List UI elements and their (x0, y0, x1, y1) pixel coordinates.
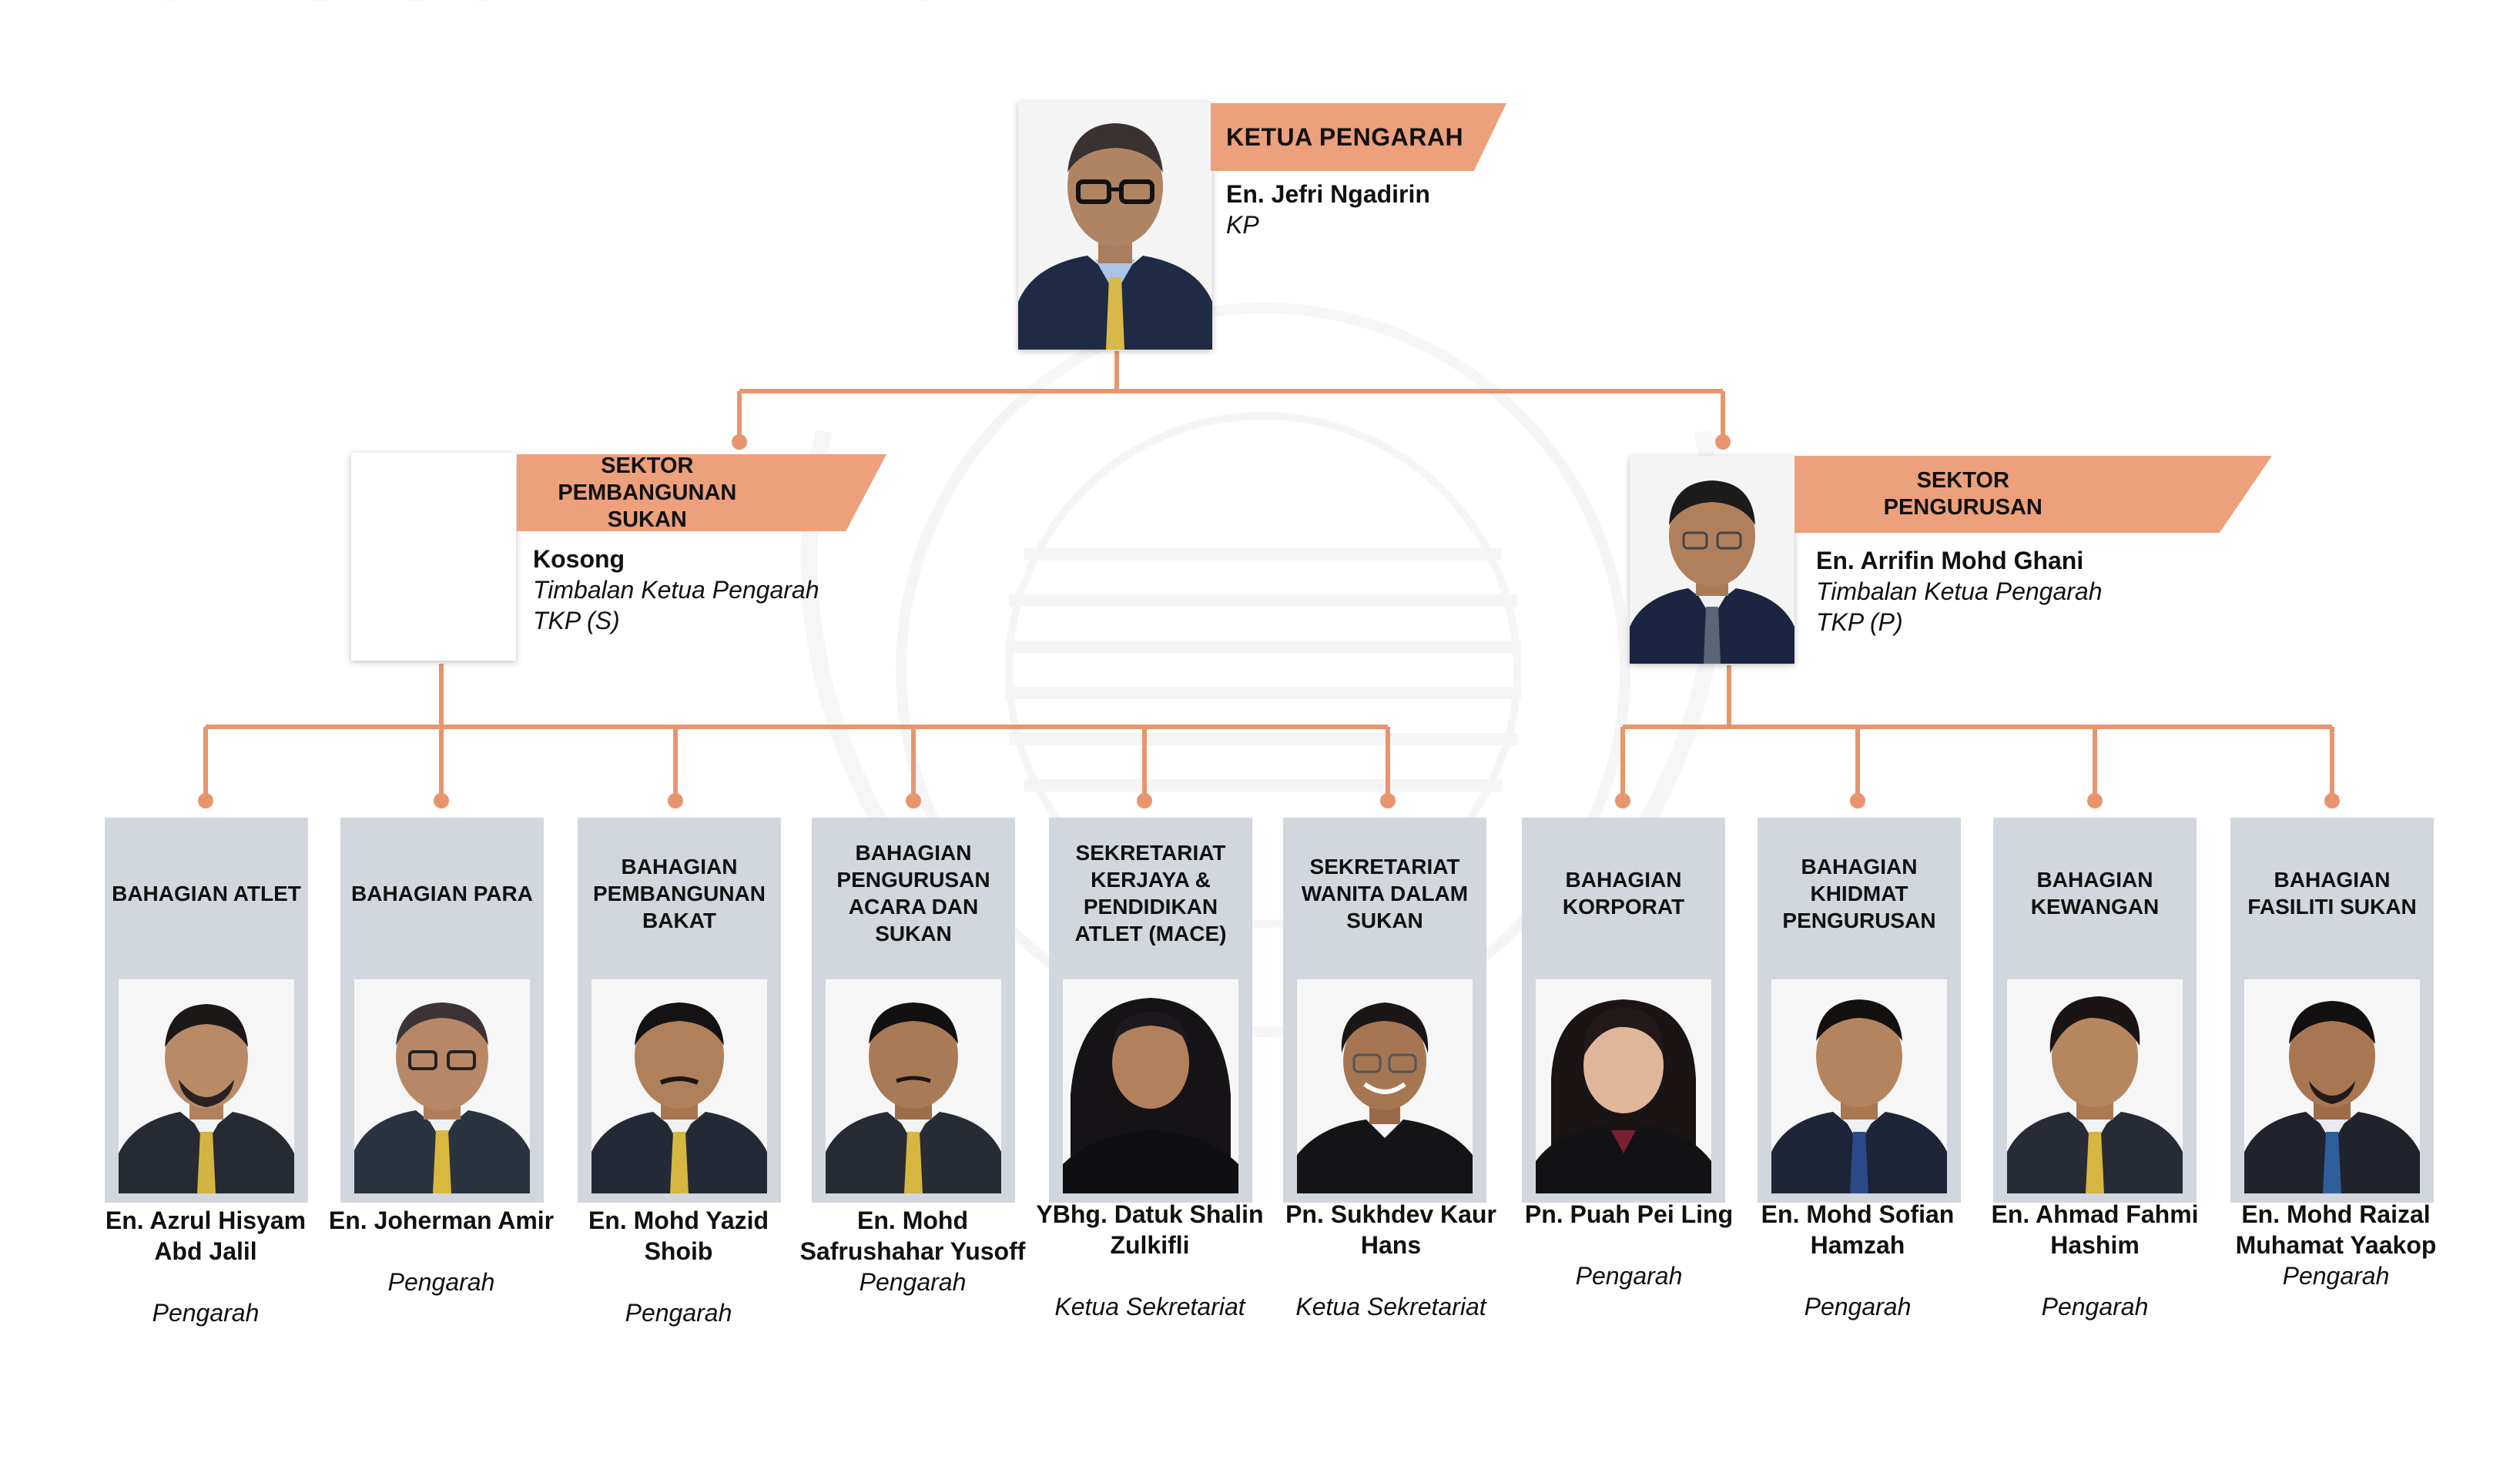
division-head-position: Ketua Sekretariat (1295, 1293, 1486, 1320)
sector-management-banner: SEKTOR PENGURUSAN (1794, 456, 2272, 533)
division-head-name: En. Mohd Raizal Muhamat Yaakop (2235, 1200, 2437, 1259)
sector-sport-development-photo (351, 453, 516, 661)
division-title: BAHAGIAN FASILITI SUKAN (2247, 868, 2417, 919)
division-head-position: Pengarah (2282, 1262, 2390, 1290)
sector-sport-development-title-line2: PEMBANGUNAN SUKAN (558, 480, 737, 532)
division-head-photo (826, 979, 1001, 1193)
division-card: BAHAGIAN FASILITI SUKAN (2230, 818, 2434, 1203)
division-card: SEKRETARIAT KERJAYA & PENDIDIKAN ATLET (… (1049, 818, 1252, 1203)
division-head-info: En. Mohd Safrushahar Yusoff Pengarah (793, 1205, 1032, 1297)
division-title: SEKRETARIAT KERJAYA & PENDIDIKAN ATLET (… (1074, 841, 1227, 946)
division-head-info: Pn. Puah Pei Ling Pengarah (1510, 1199, 1748, 1291)
division-head-name: En. Mohd Yazid Shoib (588, 1207, 769, 1265)
division-head-position: Pengarah (1575, 1262, 1683, 1290)
division-head-position: Ketua Sekretariat (1054, 1293, 1245, 1320)
director-general-info: En. Jefri Ngadirin KP (1226, 179, 1430, 240)
division-card: BAHAGIAN KHIDMAT PENGURUSAN (1758, 818, 1961, 1203)
division-head-name: En. Mohd Safrushahar Yusoff (799, 1207, 1026, 1265)
division-title: BAHAGIAN KEWANGAN (2030, 868, 2160, 919)
division-head-photo (354, 979, 530, 1193)
division-head-name: En. Ahmad Fahmi Hashim (1991, 1200, 2199, 1259)
division-head-photo (1063, 979, 1238, 1193)
sector-sport-development-code: TKP (S) (533, 607, 620, 634)
sector-sport-development-info: Kosong Timbalan Ketua Pengarah TKP (S) (533, 544, 819, 636)
division-card: BAHAGIAN PENGURUSAN ACARA DAN SUKAN (812, 818, 1015, 1203)
sector-sport-development-title-line1: SEKTOR (601, 453, 694, 478)
division-title: BAHAGIAN PARA (351, 881, 533, 905)
division-head-position: Pengarah (859, 1268, 967, 1296)
director-general-name: En. Jefri Ngadirin (1226, 180, 1430, 208)
division-head-name: Pn. Puah Pei Ling (1524, 1200, 1734, 1228)
portrait-icon (1630, 456, 1794, 664)
sector-management-role: Timbalan Ketua Pengarah (1816, 577, 2103, 605)
sector-sport-development-role: Timbalan Ketua Pengarah (533, 576, 819, 604)
division-head-info: En. Ahmad Fahmi Hashim Pengarah (1975, 1199, 2214, 1322)
division-head-name: En. Azrul Hisyam Abd Jalil (105, 1207, 307, 1265)
division-head-name: YBhg. Datuk Shalin Zulkifli (1036, 1200, 1264, 1259)
sector-sport-development-banner: SEKTOR PEMBANGUNAN SUKAN (517, 454, 886, 531)
portrait-icon (1018, 102, 1212, 350)
division-head-position: Pengarah (387, 1268, 495, 1296)
sector-management-code: TKP (P) (1816, 608, 1903, 636)
division-head-photo (1297, 979, 1473, 1193)
director-general-banner: KETUA PENGARAH (1211, 103, 1506, 171)
division-title: BAHAGIAN KHIDMAT PENGURUSAN (1782, 854, 1936, 932)
division-head-photo (2244, 979, 2420, 1193)
director-general-role: KP (1226, 211, 1259, 239)
division-head-name: En. Joherman Amir (328, 1207, 555, 1234)
division-title: BAHAGIAN ATLET (112, 881, 301, 905)
division-head-position: Pengarah (2041, 1293, 2149, 1320)
division-head-position: Pengarah (152, 1299, 260, 1327)
division-card: SEKRETARIAT WANITA DALAM SUKAN (1283, 818, 1486, 1203)
division-head-info: En. Mohd Yazid Shoib Pengarah (559, 1205, 798, 1328)
division-card: BAHAGIAN PARA (340, 818, 544, 1203)
division-title: BAHAGIAN PENGURUSAN ACARA DAN SUKAN (836, 841, 990, 946)
division-title: BAHAGIAN PEMBANGUNAN BAKAT (593, 854, 766, 932)
division-card: BAHAGIAN ATLET (105, 818, 308, 1203)
division-head-name: Pn. Sukhdev Kaur Hans (1285, 1200, 1496, 1259)
division-card: BAHAGIAN KEWANGAN (1993, 818, 2197, 1203)
division-head-info: Pn. Sukhdev Kaur Hans Ketua Sekretariat (1272, 1199, 1510, 1322)
division-head-info: En. Azrul Hisyam Abd Jalil Pengarah (86, 1205, 325, 1328)
division-head-photo (119, 979, 294, 1193)
division-head-position: Pengarah (1804, 1293, 1912, 1320)
division-head-photo (1771, 979, 1947, 1193)
division-card: BAHAGIAN KORPORAT (1522, 818, 1725, 1203)
division-head-photo (1536, 979, 1711, 1193)
division-head-photo (591, 979, 767, 1193)
division-head-photo (2007, 979, 2183, 1193)
sector-management-title-line1: SEKTOR (1916, 468, 2009, 493)
division-title: SEKRETARIAT WANITA DALAM SUKAN (1301, 854, 1469, 932)
sector-sport-development-name: Kosong (533, 545, 625, 573)
sector-management-info: En. Arrifin Mohd Ghani Timbalan Ketua Pe… (1816, 545, 2103, 638)
division-head-info: En. Mohd Raizal Muhamat Yaakop Pengarah (2217, 1199, 2455, 1291)
division-card: BAHAGIAN PEMBANGUNAN BAKAT (578, 818, 781, 1203)
division-head-name: En. Mohd Sofian Hamzah (1761, 1200, 1955, 1259)
division-head-info: En. Joherman Amir Pengarah (322, 1205, 561, 1297)
division-head-info: YBhg. Datuk Shalin Zulkifli Ketua Sekret… (1030, 1199, 1269, 1322)
director-general-title: KETUA PENGARAH (1226, 122, 1464, 151)
sector-management-name: En. Arrifin Mohd Ghani (1816, 547, 2084, 574)
division-head-info: En. Mohd Sofian Hamzah Pengarah (1738, 1199, 1977, 1322)
division-head-position: Pengarah (625, 1299, 732, 1327)
division-title: BAHAGIAN KORPORAT (1562, 868, 1685, 919)
sector-management-photo (1630, 456, 1794, 664)
director-general-photo (1018, 102, 1212, 350)
sector-management-title-line2: PENGURUSAN (1883, 495, 2042, 520)
